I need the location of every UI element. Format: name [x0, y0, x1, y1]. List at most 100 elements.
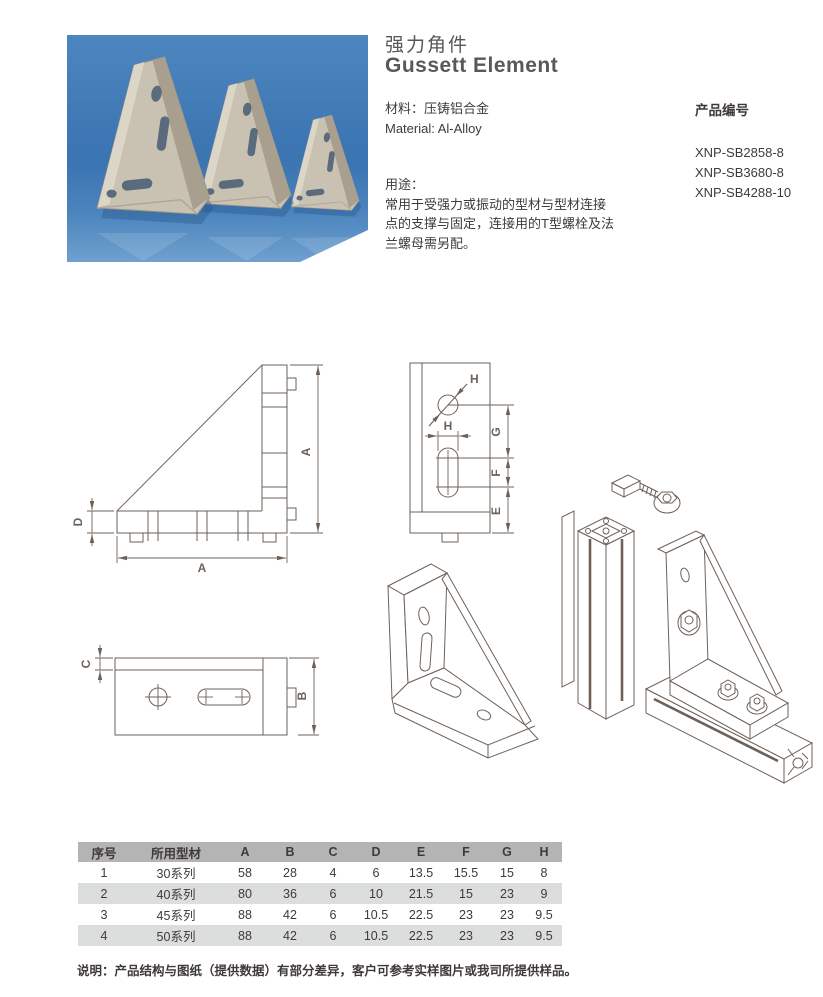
table-cell: 23 — [500, 907, 514, 922]
table-cell: 36 — [268, 883, 312, 904]
bottom-tab — [262, 532, 277, 543]
material-line-en: Material: Al-Alloy — [385, 121, 482, 136]
dim-label-a-height: A — [299, 447, 313, 456]
side-tab — [286, 507, 297, 521]
column-header: G — [488, 842, 526, 862]
top-view-drawing: C B — [79, 645, 319, 736]
table-cell: 10.5 — [354, 925, 398, 946]
slot-hole — [419, 632, 433, 672]
assembly-bracket — [656, 530, 790, 740]
dim-label-h-slot: H — [444, 419, 453, 433]
table-cell: 15 — [444, 883, 488, 904]
column-header: 所用型材 — [130, 842, 222, 862]
base-rib-lines — [147, 511, 249, 541]
table-cell: 15.5 — [453, 865, 479, 880]
table-cell: 30系列 — [156, 867, 196, 881]
product-code: XNP-SB3680-8 — [695, 165, 784, 180]
table-cell: 4 — [329, 865, 337, 880]
table-cell: 21.5 — [398, 883, 444, 904]
material-block: 材料：压铸铝合金 Material: Al-Alloy — [385, 99, 489, 139]
table-cell: 23 — [444, 925, 488, 946]
bracket-small — [290, 114, 362, 217]
table-cell: 42 — [283, 907, 297, 922]
side-view-drawing: A A D — [71, 364, 323, 573]
page-title-en: Gussett Element — [385, 54, 559, 77]
dim-label-a-width: A — [198, 561, 207, 573]
column-header: H — [526, 842, 562, 862]
table-cell: 23 — [488, 925, 526, 946]
column-header: A — [222, 842, 268, 862]
table-row: 3 45系列 88 42 6 10.5 22.5 23 23 9.5 — [78, 904, 562, 925]
table-cell: 58 — [238, 865, 252, 880]
iso-view-drawing — [386, 563, 539, 759]
table-cell: 9.5 — [526, 925, 562, 946]
product-photo-image — [67, 35, 368, 262]
column-header: B — [268, 842, 312, 862]
table-cell: 9.5 — [535, 907, 553, 922]
table-cell: 28 — [283, 865, 297, 880]
table-cell: 6 — [312, 883, 354, 904]
table-cell: 13.5 — [408, 865, 434, 880]
slot-hole — [430, 677, 462, 698]
product-code-label: 产品编号 — [695, 103, 749, 118]
floor-reflections — [97, 233, 351, 261]
table-cell: 10.5 — [363, 907, 389, 922]
table-cell: 4 — [78, 925, 130, 946]
table-cell: 6 — [372, 865, 380, 880]
dim-label-g: G — [489, 427, 503, 436]
table-cell: 6 — [312, 925, 354, 946]
table-cell: 23 — [488, 883, 526, 904]
dim-label-b: B — [295, 691, 309, 700]
table-cell: 15 — [500, 865, 514, 880]
vertical-profile — [576, 516, 636, 720]
dim-label-e: E — [489, 507, 503, 515]
bottom-tab — [129, 532, 144, 543]
plate-rib-lines — [262, 392, 287, 499]
table-cell: 42 — [268, 925, 312, 946]
dim-label-d: D — [71, 517, 85, 526]
column-header: D — [354, 842, 398, 862]
assembly-view-drawing — [561, 474, 814, 784]
table-cell: 88 — [238, 907, 252, 922]
dim-label-c: C — [79, 659, 93, 668]
table-cell: 9 — [526, 883, 562, 904]
column-header: E — [398, 842, 444, 862]
usage-text: 常用于受强力或振动的型材与型材连接点的支撑与固定，连接用的T型螺栓及法兰螺母需另… — [385, 196, 614, 251]
table-cell: 50系列 — [130, 925, 222, 946]
column-header: 序号 — [78, 842, 130, 862]
slot-hole — [197, 688, 251, 706]
product-photo — [67, 35, 368, 262]
table-cell: 8 — [540, 865, 548, 880]
table-cell: 10 — [354, 883, 398, 904]
table-cell: 3 — [100, 907, 108, 922]
dim-label-h-hole: H — [470, 372, 479, 386]
side-tab — [286, 377, 297, 391]
table-cell: 40系列 — [130, 883, 222, 904]
table-cell: 23 — [459, 907, 473, 922]
table-cell: 2 — [78, 883, 130, 904]
table-cell: 80 — [222, 883, 268, 904]
note-text: 说明：产品结构与图纸（提供数据）有部分差异，客户可参考实样图片或我司所提供样品。 — [77, 964, 578, 978]
table-cell: 6 — [329, 907, 337, 922]
usage-title: 用途： — [385, 177, 425, 192]
usage-block: 用途： 常用于受强力或振动的型材与型材连接点的支撑与固定，连接用的T型螺栓及法兰… — [385, 175, 617, 253]
product-code: XNP-SB2858-8 — [695, 145, 784, 160]
product-code: XNP-SB4288-10 — [695, 185, 792, 200]
page-title-zh: 强力角件 — [385, 35, 470, 56]
table-cell: 22.5 — [398, 925, 444, 946]
material-line-zh: 材料：压铸铝合金 — [385, 101, 490, 116]
t-bolt — [610, 474, 681, 514]
table-cell: 22.5 — [408, 907, 434, 922]
column-header: C — [312, 842, 354, 862]
table-cell: 88 — [222, 925, 268, 946]
table-cell: 45系列 — [156, 909, 196, 923]
bracket-large — [96, 56, 214, 225]
